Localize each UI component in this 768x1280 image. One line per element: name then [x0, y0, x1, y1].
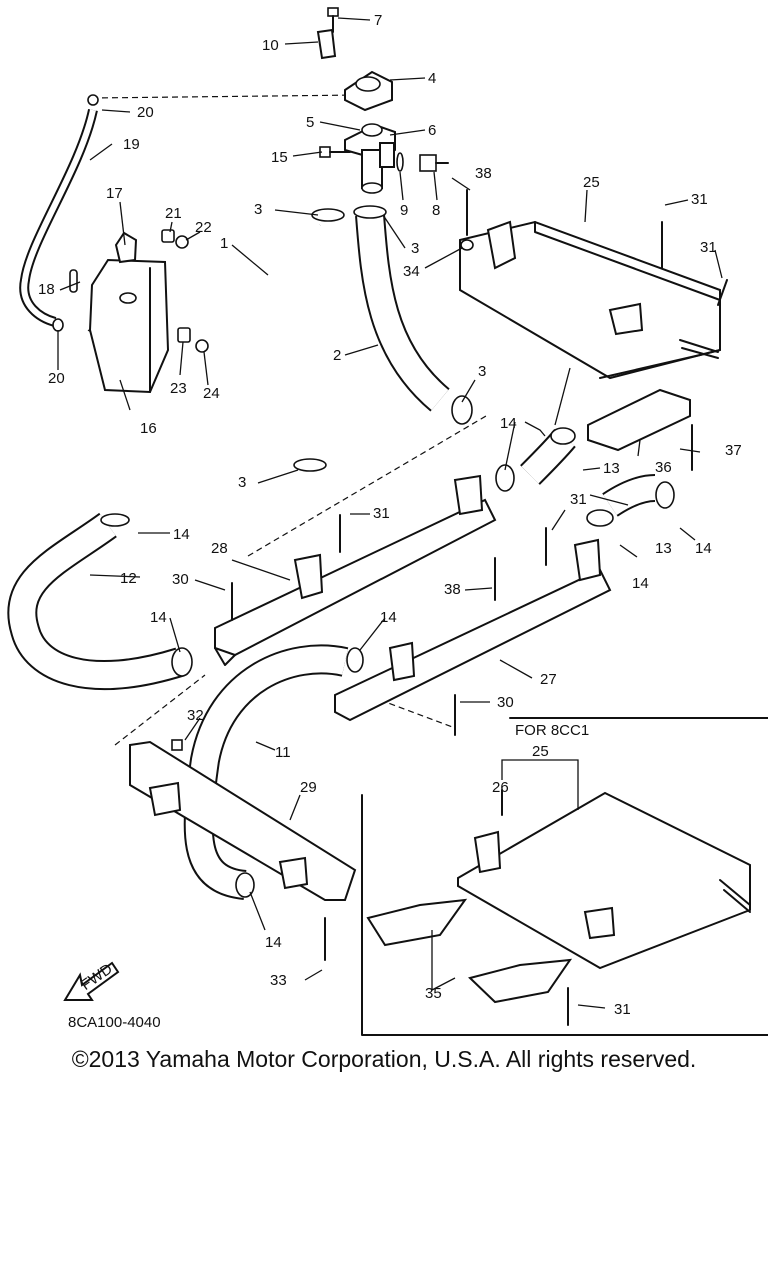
callout-14-b: 14: [173, 526, 190, 543]
callout-30-b: 30: [497, 694, 514, 711]
callout-27: 27: [540, 671, 557, 688]
copyright-notice: ©2013 Yamaha Motor Corporation, U.S.A. A…: [71, 1046, 697, 1072]
bolt-7: [327, 7, 339, 33]
callout-28: 28: [211, 540, 228, 557]
callout-8: 8: [432, 202, 440, 219]
callout-31-b: 31: [700, 239, 717, 256]
callout-5: 5: [306, 114, 314, 131]
callout-31-d: 31: [373, 505, 390, 522]
callout-3-d: 3: [238, 474, 246, 491]
callout-18: 18: [38, 281, 55, 298]
callout-26: 26: [492, 779, 509, 796]
callout-22: 22: [195, 219, 212, 236]
callout-31-e: 31: [614, 1001, 631, 1018]
callout-11: 11: [275, 744, 291, 761]
callout-14-g: 14: [265, 934, 282, 951]
radiator-29: [129, 740, 357, 901]
callout-2: 2: [333, 347, 341, 364]
callout-25-inset: 25: [532, 743, 549, 760]
callout-3-b: 3: [411, 240, 419, 257]
inset-title: FOR 8CC1: [515, 722, 589, 739]
inset-box: [361, 717, 768, 1036]
reservoir-tank: [88, 258, 170, 394]
callout-24: 24: [203, 385, 220, 402]
callout-32: 32: [187, 707, 204, 724]
tank-cap-17: [114, 231, 138, 264]
parts-diagram: FWD: [7, 7, 768, 1036]
callout-12: 12: [120, 570, 137, 587]
hose-2: [355, 213, 450, 412]
callout-23: 23: [170, 380, 187, 397]
radiator-28: [214, 474, 497, 666]
bracket-10: [316, 28, 337, 60]
radiator-27: [334, 538, 612, 722]
callout-3-a: 3: [254, 201, 262, 218]
hose-clamps: [100, 205, 675, 898]
callout-13-b: 13: [655, 540, 672, 557]
callout-31-a: 31: [691, 191, 708, 208]
hose-11: [183, 644, 349, 900]
callout-19: 19: [123, 136, 140, 153]
callout-10: 10: [262, 37, 279, 54]
callout-6: 6: [428, 122, 436, 139]
callout-labels: 7 10 4 20 5 6 19 15 38 25 17 31 9 8 3 21…: [38, 12, 742, 1031]
callout-33: 33: [270, 972, 287, 989]
callout-9: 9: [400, 202, 408, 219]
washer-9: [396, 152, 404, 172]
hose-12: [7, 512, 185, 690]
callout-35: 35: [425, 985, 442, 1002]
callout-16: 16: [140, 420, 157, 437]
callout-14-f: 14: [380, 609, 397, 626]
filler-cap: [344, 70, 393, 112]
bracket-36: [587, 388, 691, 452]
callout-21: 21: [165, 205, 182, 222]
callout-15: 15: [271, 149, 288, 166]
callout-29: 29: [300, 779, 317, 796]
small-parts-left: [52, 94, 209, 353]
callout-37: 37: [725, 442, 742, 459]
callout-4: 4: [428, 70, 436, 87]
callout-17: 17: [106, 185, 123, 202]
callout-38-top: 38: [475, 165, 492, 182]
callout-14-c: 14: [695, 540, 712, 557]
callout-20-top: 20: [137, 104, 154, 121]
hose-19: [19, 108, 98, 327]
callout-14-e: 14: [150, 609, 167, 626]
callout-25-top: 25: [583, 174, 600, 191]
callout-20-bot: 20: [48, 370, 65, 387]
callout-1: 1: [220, 235, 228, 252]
callout-3-c: 3: [478, 363, 486, 380]
callout-38-mid: 38: [444, 581, 461, 598]
diagram-code: 8CA100-4040: [68, 1014, 161, 1031]
callout-36: 36: [655, 459, 672, 476]
hose-13-lower: [602, 474, 656, 517]
hose-1: [222, 218, 332, 476]
callout-30-a: 30: [172, 571, 189, 588]
radiator-25: [459, 220, 721, 380]
callout-14-d: 14: [632, 575, 649, 592]
fwd-arrow-icon: FWD: [63, 960, 120, 1001]
callout-14-a: 14: [500, 415, 517, 432]
callout-34: 34: [403, 263, 420, 280]
filler-neck: [344, 123, 396, 194]
callout-7: 7: [374, 12, 382, 29]
callout-31-c: 31: [570, 491, 587, 508]
leader-lines: [57, 17, 723, 1009]
callout-13-a: 13: [603, 460, 620, 477]
sensor-8: [419, 154, 449, 172]
